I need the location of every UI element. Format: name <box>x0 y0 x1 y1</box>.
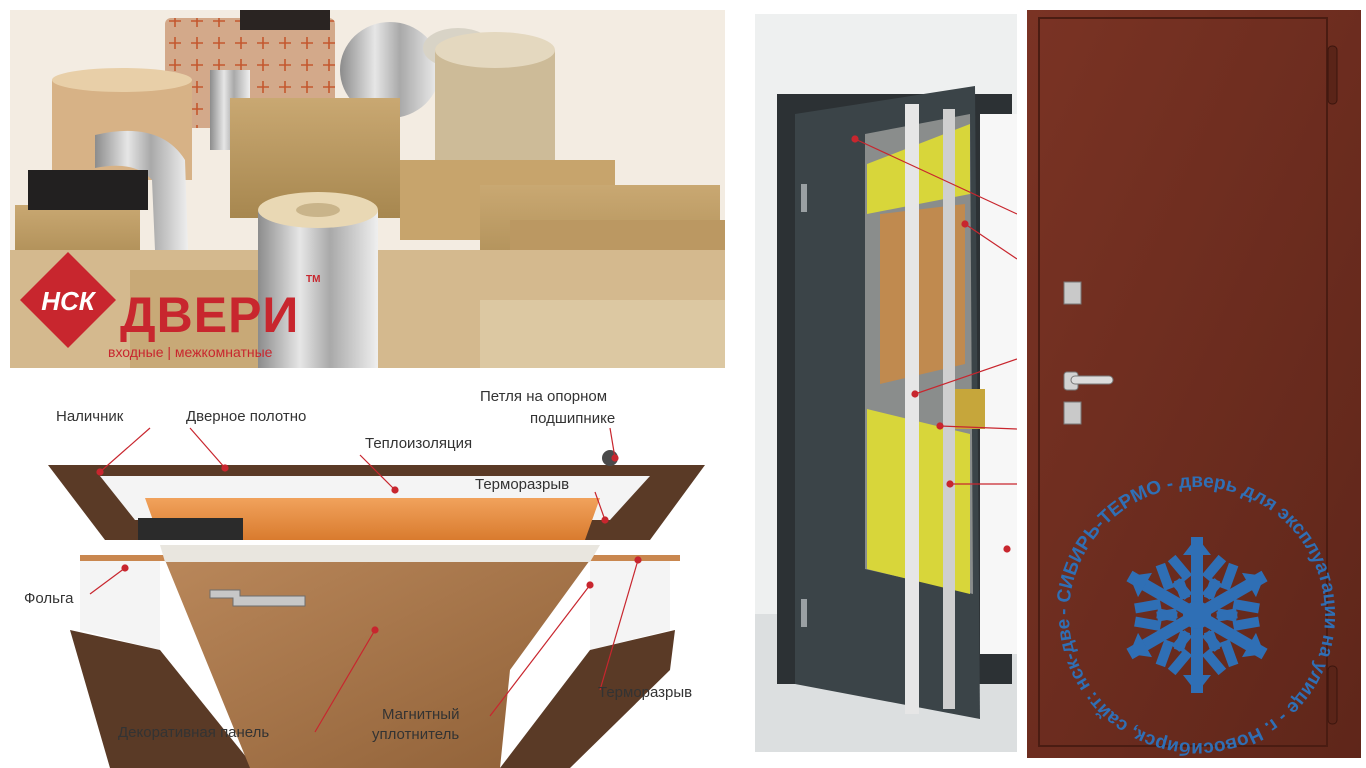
label-decorative-panel: Декоративная панель <box>118 724 270 741</box>
nsk-logo-mark: НСК <box>20 252 116 348</box>
snowflake-icon <box>1114 537 1280 693</box>
label-thermal-break-bottom: Терморазрыв <box>598 684 693 701</box>
cross-section-illustration <box>48 427 705 768</box>
label-thermal-insulation: Теплоизоляция <box>365 435 473 452</box>
logo-tagline: входные | межкомнатные <box>108 344 273 360</box>
label-nalichnik: Наличник <box>56 408 124 425</box>
label-thermal-break-top: Терморазрыв <box>475 476 570 493</box>
insulation-materials-photo: НСК ДВЕРИ TM входные | межкомнатные <box>10 10 725 368</box>
label-magnetic-seal-line1: Магнитный <box>382 706 460 723</box>
label-magnetic-seal-line2: уплотнитель <box>372 726 460 743</box>
sibir-termo-stamp: - СИБИРЬ-ТЕРМО - дверь для эксплуатации … <box>1047 465 1341 758</box>
door-cross-section-diagram: Наличник Дверное полотно Петля на опорно… <box>10 380 725 768</box>
brown-door-photo: - СИБИРЬ-ТЕРМО - дверь для эксплуатации … <box>1027 10 1361 758</box>
label-door-leaf: Дверное полотно <box>186 408 307 425</box>
logo-wordmark: ДВЕРИ <box>120 287 300 343</box>
label-hinge-line1: Петля на опорном <box>480 388 608 405</box>
logo-mark-text: НСК <box>41 286 97 316</box>
door-cutaway-photo <box>755 14 1017 752</box>
logo-trademark: TM <box>306 274 321 285</box>
label-hinge-line2: подшипнике <box>530 410 616 427</box>
door-cutaway-illustration <box>755 14 1017 752</box>
label-foil: Фольга <box>24 590 74 607</box>
insulation-illustration <box>10 10 725 368</box>
